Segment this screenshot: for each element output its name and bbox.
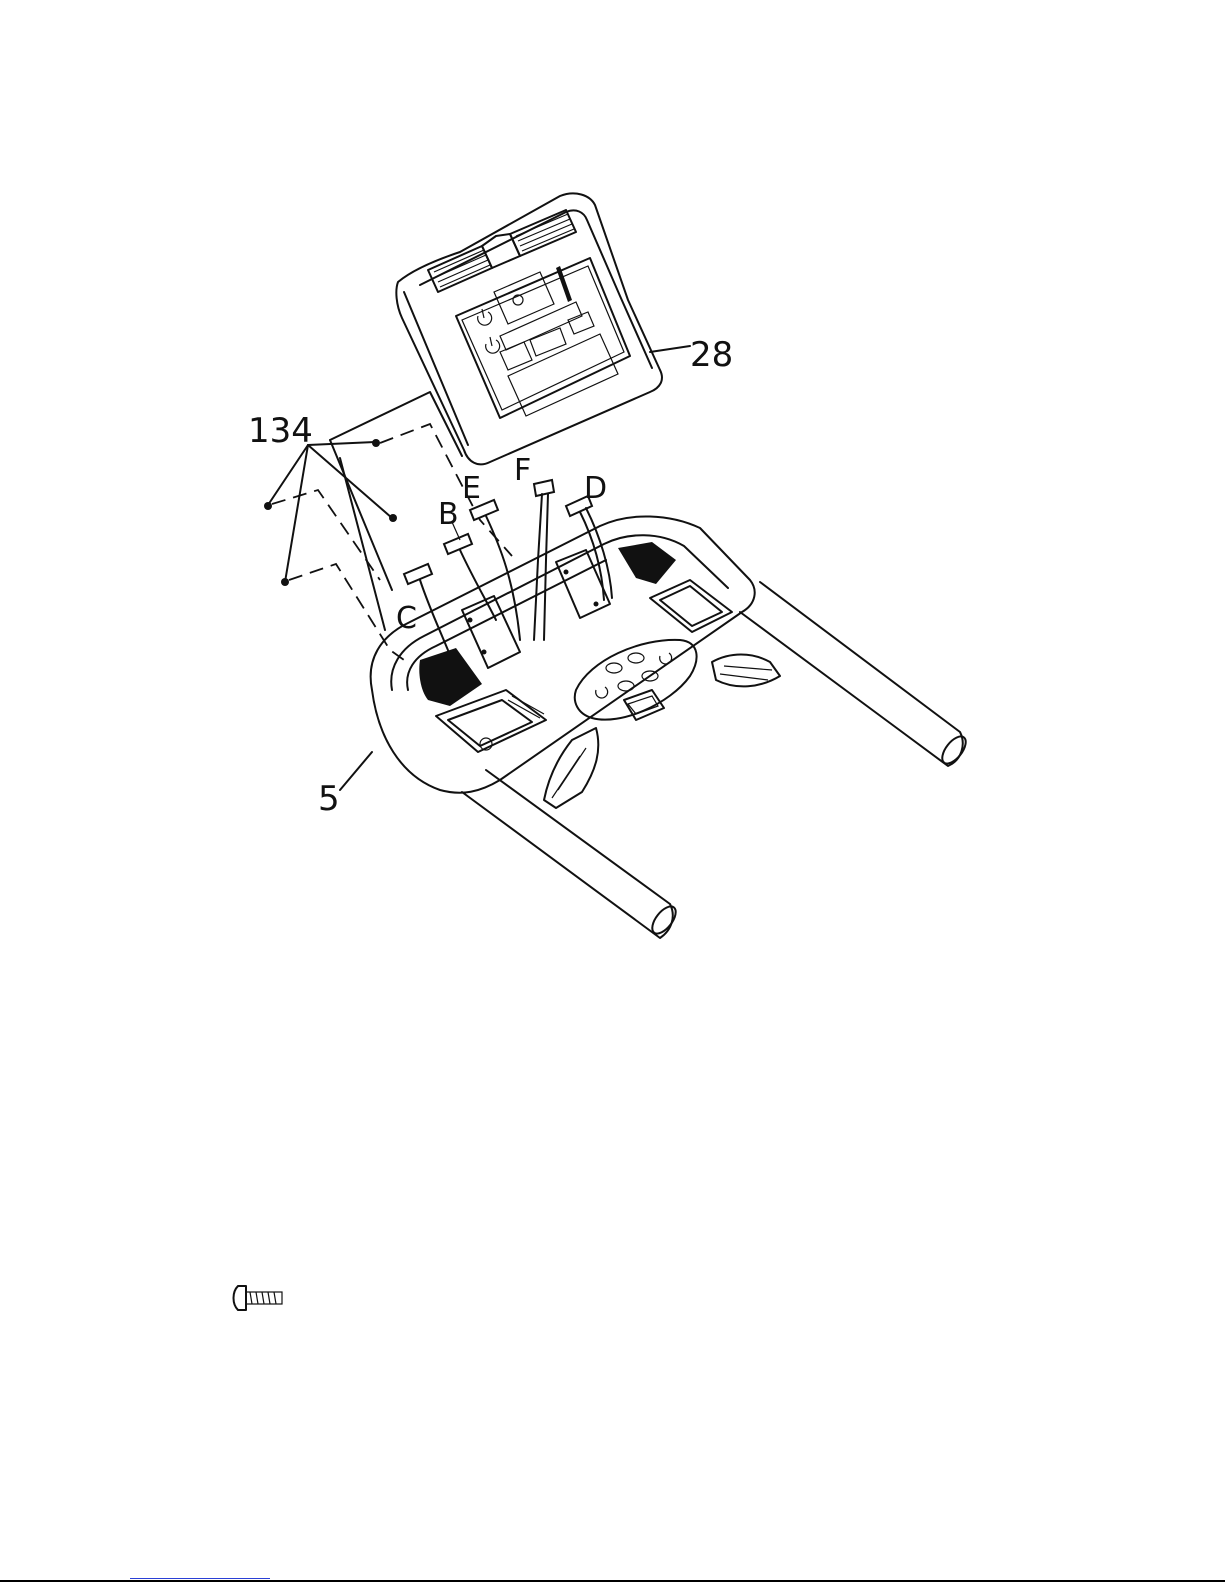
screw-icon <box>281 578 289 586</box>
connector-label-b: B <box>438 497 459 532</box>
callout-label-handlebar: 5 <box>318 779 340 819</box>
speaker-left <box>419 648 482 706</box>
key-button <box>628 653 644 663</box>
footer-link-underline <box>130 1578 270 1579</box>
connector-label-c: C <box>396 601 417 636</box>
grip-left <box>544 728 598 808</box>
power-icon <box>478 309 492 325</box>
screw-icon <box>264 502 272 510</box>
connector-label-f: F <box>514 453 531 488</box>
power-icon <box>596 687 608 698</box>
key-button <box>618 681 634 691</box>
screw-icon <box>372 439 380 447</box>
power-icon <box>660 653 672 664</box>
power-icon <box>486 337 500 353</box>
footer-rule <box>0 1580 1225 1582</box>
callout-label-screws: 134 <box>248 411 313 451</box>
cup-holder-right <box>650 580 732 632</box>
key-button <box>606 663 622 673</box>
rail-left <box>462 770 673 938</box>
speaker-right <box>618 542 676 584</box>
callout-label-console: 28 <box>690 335 733 375</box>
connector-label-d: D <box>584 471 607 506</box>
screw-icon <box>389 514 397 522</box>
rail-right <box>740 582 963 766</box>
keypad <box>575 640 697 720</box>
connector-label-e: E <box>462 471 481 506</box>
grip-right <box>712 655 780 687</box>
button-head-screw-icon <box>234 1286 283 1310</box>
vent-right <box>510 210 576 256</box>
